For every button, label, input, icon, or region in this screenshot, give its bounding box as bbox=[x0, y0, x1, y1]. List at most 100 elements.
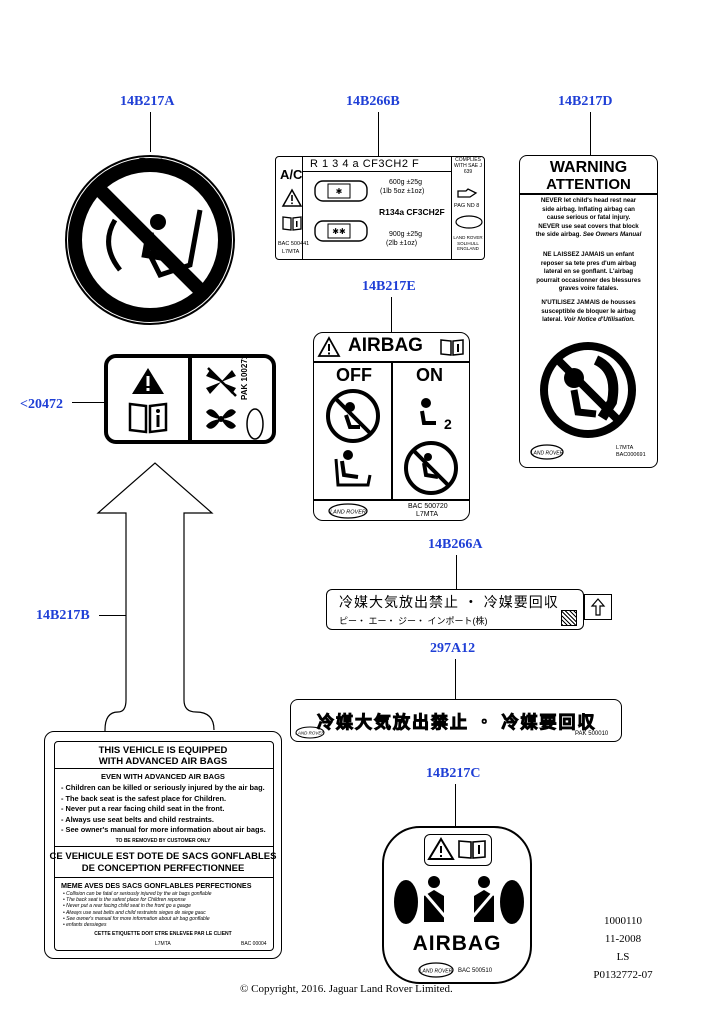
french-subheading: MEME AVES DES SACS GONFLABLES PERFECTION… bbox=[61, 881, 252, 890]
callout-14b217a[interactable]: 14B217A bbox=[120, 94, 175, 109]
charge-2: 900g ±25g bbox=[389, 231, 423, 238]
pag-note: PAG ND 8 bbox=[454, 203, 480, 209]
l7mta-code: L7MTA bbox=[416, 511, 439, 518]
callout-20472[interactable]: <20472 bbox=[20, 397, 63, 412]
fan-icon bbox=[206, 409, 236, 429]
seatbelt-airbag-label[interactable]: AIRBAG LAND ROVER BAC 500510 bbox=[382, 826, 532, 984]
leader-line bbox=[99, 615, 145, 617]
leader-line bbox=[150, 112, 152, 152]
callout-14b217b[interactable]: 14B217B bbox=[36, 608, 90, 623]
belted-occupants-icon bbox=[394, 876, 524, 924]
airbag-title: AIRBAG bbox=[412, 932, 502, 955]
manual-book-icon bbox=[282, 216, 302, 231]
land-rover-logo bbox=[455, 215, 483, 229]
land-rover-logo bbox=[246, 408, 264, 440]
car-top-view-icon: ✱✱ bbox=[314, 220, 368, 242]
warning-triangle-icon bbox=[427, 837, 455, 860]
bac-code: BAC 500510 bbox=[458, 968, 493, 974]
copyright-text: © Copyright, 2016. Jaguar Land Rover Lim… bbox=[240, 983, 453, 995]
manual-book-icon bbox=[440, 339, 464, 356]
callout-14b266b[interactable]: 14B266B bbox=[346, 94, 400, 109]
callout-14b266a[interactable]: 14B266A bbox=[428, 537, 483, 552]
svg-text:LAND ROVER: LAND ROVER bbox=[295, 731, 325, 736]
callout-297a12[interactable]: 297A12 bbox=[430, 641, 476, 656]
leader-line bbox=[72, 402, 106, 404]
l7mta-code: L7MTA bbox=[155, 941, 171, 947]
english-warning-text: NEVER let child's head rest near side ai… bbox=[535, 197, 642, 239]
on-text: ON bbox=[416, 365, 443, 385]
advanced-airbags-label[interactable]: THIS VEHICLE IS EQUIPPED WITH ADVANCED A… bbox=[44, 731, 282, 959]
prohibition-slash bbox=[93, 183, 207, 297]
refrigerant-header: R 1 3 4 a CF3CH2 F bbox=[310, 158, 420, 170]
manual-book-icon bbox=[458, 840, 486, 859]
leader-line bbox=[590, 112, 592, 156]
child-seat-prohibition-icon bbox=[404, 441, 458, 495]
leader-line bbox=[378, 112, 380, 156]
child-seat-icon bbox=[334, 450, 372, 487]
french-bullets: • Collision can be fatal or seriously in… bbox=[63, 891, 212, 929]
airbag-prohibition-label[interactable]: AIRBAG bbox=[60, 150, 240, 330]
info-line-2: 11-2008 bbox=[604, 933, 642, 945]
orientation-arrow-tab bbox=[584, 594, 612, 620]
info-line-4: P0132772-07 bbox=[593, 969, 653, 981]
ac-text: A/C bbox=[280, 167, 303, 182]
passenger-airbag-on-icon: 2 bbox=[420, 398, 452, 432]
japanese-refrigerant-label-a[interactable]: 冷媒大気放出禁止 ・ 冷媒要回収 ピー・ エー・ ジー・ インポート(株) bbox=[326, 589, 584, 630]
jp-text-line2: ピー・ エー・ ジー・ インポート(株) bbox=[339, 616, 488, 626]
advanced-heading-2: WITH ADVANCED AIR BAGS bbox=[98, 756, 228, 767]
hatched-box-icon bbox=[561, 610, 577, 626]
warning-triangle-icon bbox=[281, 188, 303, 207]
leader-line bbox=[455, 784, 457, 826]
callout-14b217d[interactable]: 14B217D bbox=[558, 94, 613, 109]
l7mta-code: L7MTA bbox=[616, 445, 634, 451]
french-warning-text: NE LAISSEZ JAMAIS un enfant reposer sa t… bbox=[536, 251, 641, 324]
callout-14b217e[interactable]: 14B217E bbox=[362, 279, 416, 294]
land-rover-logo: LAND ROVER bbox=[328, 503, 368, 519]
pak-code: PAK 500010 bbox=[575, 731, 609, 737]
passenger-airbag-off-icon bbox=[326, 389, 380, 443]
svg-text:2: 2 bbox=[444, 416, 452, 432]
manual-book-icon bbox=[128, 402, 168, 434]
side-airbag-warning-label[interactable]: WARNING ATTENTION NEVER let child's head… bbox=[519, 155, 658, 468]
land-rover-logo: LAND ROVER bbox=[530, 444, 564, 460]
ac-refrigerant-label[interactable]: A/C BAC 500441 L7MTA R 1 3 4 a CF3CH2 F … bbox=[275, 156, 485, 260]
advanced-subheading: EVEN WITH ADVANCED AIR BAGS bbox=[101, 772, 225, 781]
refrigerant-2: R134a CF3CH2F bbox=[379, 207, 445, 217]
english-bullets: - Children can be killed or seriously in… bbox=[61, 783, 266, 835]
maker-address: LAND ROVER SOLIHULL ENGLAND bbox=[453, 235, 483, 251]
land-rover-logo: LAND ROVER bbox=[418, 962, 454, 978]
charge-1-imperial: (1lb 5oz ±1oz) bbox=[380, 188, 425, 195]
leader-line bbox=[391, 297, 393, 333]
diagram-info-block: 1000110 11-2008 LS P0132772-07 bbox=[578, 912, 668, 984]
callout-14b217c[interactable]: 14B217C bbox=[426, 766, 481, 781]
leader-line bbox=[456, 555, 458, 589]
pak-warning-label[interactable]: PAK 100271 bbox=[104, 354, 276, 444]
warning-triangle-icon bbox=[317, 336, 341, 357]
oil-can-icon bbox=[457, 188, 478, 198]
child-near-airbag-prohibition-icon bbox=[540, 342, 636, 438]
airbag-on-off-label[interactable]: AIRBAG OFF ON 2 LAND ROVER BAC 500720 L7… bbox=[313, 332, 470, 521]
up-arrow-icon bbox=[590, 598, 606, 616]
leader-line bbox=[455, 659, 457, 699]
child-head-icon bbox=[150, 214, 166, 230]
jp-text-line1: 冷媒大気放出禁止 ・ 冷媒要回収 bbox=[339, 594, 559, 610]
warning-triangle-icon bbox=[132, 368, 164, 394]
charge-2-imperial: (2lb ±1oz) bbox=[386, 240, 418, 247]
jp-outline-text: 冷媒大気放出禁止 ・ 冷媒要回収 bbox=[316, 713, 597, 733]
info-line-1: 1000110 bbox=[603, 915, 643, 927]
bac-code: BAC 500441 bbox=[278, 241, 310, 247]
airbag-title: AIRBAG bbox=[348, 335, 423, 356]
svg-text:LAND ROVER: LAND ROVER bbox=[531, 451, 564, 457]
charge-1: 600g ±25g bbox=[389, 179, 423, 186]
svg-text:LAND ROVER: LAND ROVER bbox=[330, 510, 366, 516]
car-top-view-icon: ✱ bbox=[314, 180, 368, 202]
french-heading-2: DE CONCEPTION PERFECTIONNEE bbox=[81, 863, 245, 874]
complies-note: COMPLIES WITH SAE J 639 bbox=[453, 157, 483, 175]
svg-text:✱: ✱ bbox=[336, 187, 343, 196]
bac-code: BAC 500720 bbox=[408, 503, 448, 510]
attention-title: ATTENTION bbox=[546, 176, 631, 193]
japanese-refrigerant-label-b[interactable]: 冷媒大気放出禁止 ・ 冷媒要回収 LAND ROVER PAK 500010 bbox=[290, 699, 622, 742]
no-fan-icon bbox=[206, 367, 237, 397]
